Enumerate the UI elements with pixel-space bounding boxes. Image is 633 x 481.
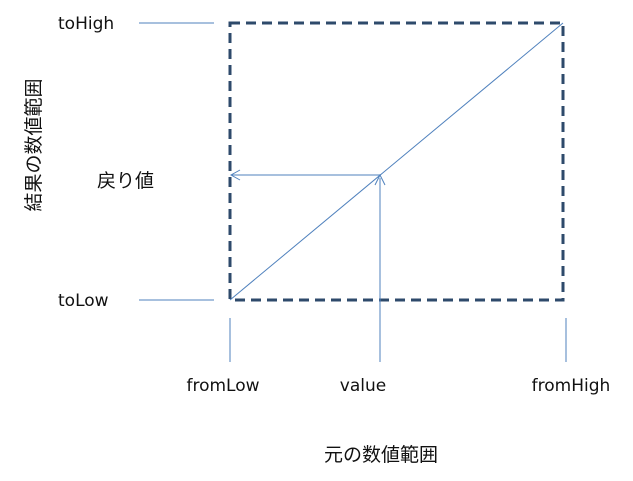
value-label: value — [340, 376, 386, 396]
y-axis-title: 結果の数値範囲 — [23, 78, 45, 211]
return-arrow-head — [229, 169, 241, 181]
range-box — [228, 21, 565, 302]
mapping-line — [229, 22, 564, 301]
from-low-label: fromLow — [186, 376, 259, 396]
return-value-label: 戻り値 — [97, 170, 154, 192]
to-low-label: toLow — [58, 291, 109, 311]
to-high-label: toHigh — [58, 14, 114, 34]
x-axis-title: 元の数値範囲 — [324, 444, 438, 466]
from-high-label: fromHigh — [532, 376, 611, 396]
